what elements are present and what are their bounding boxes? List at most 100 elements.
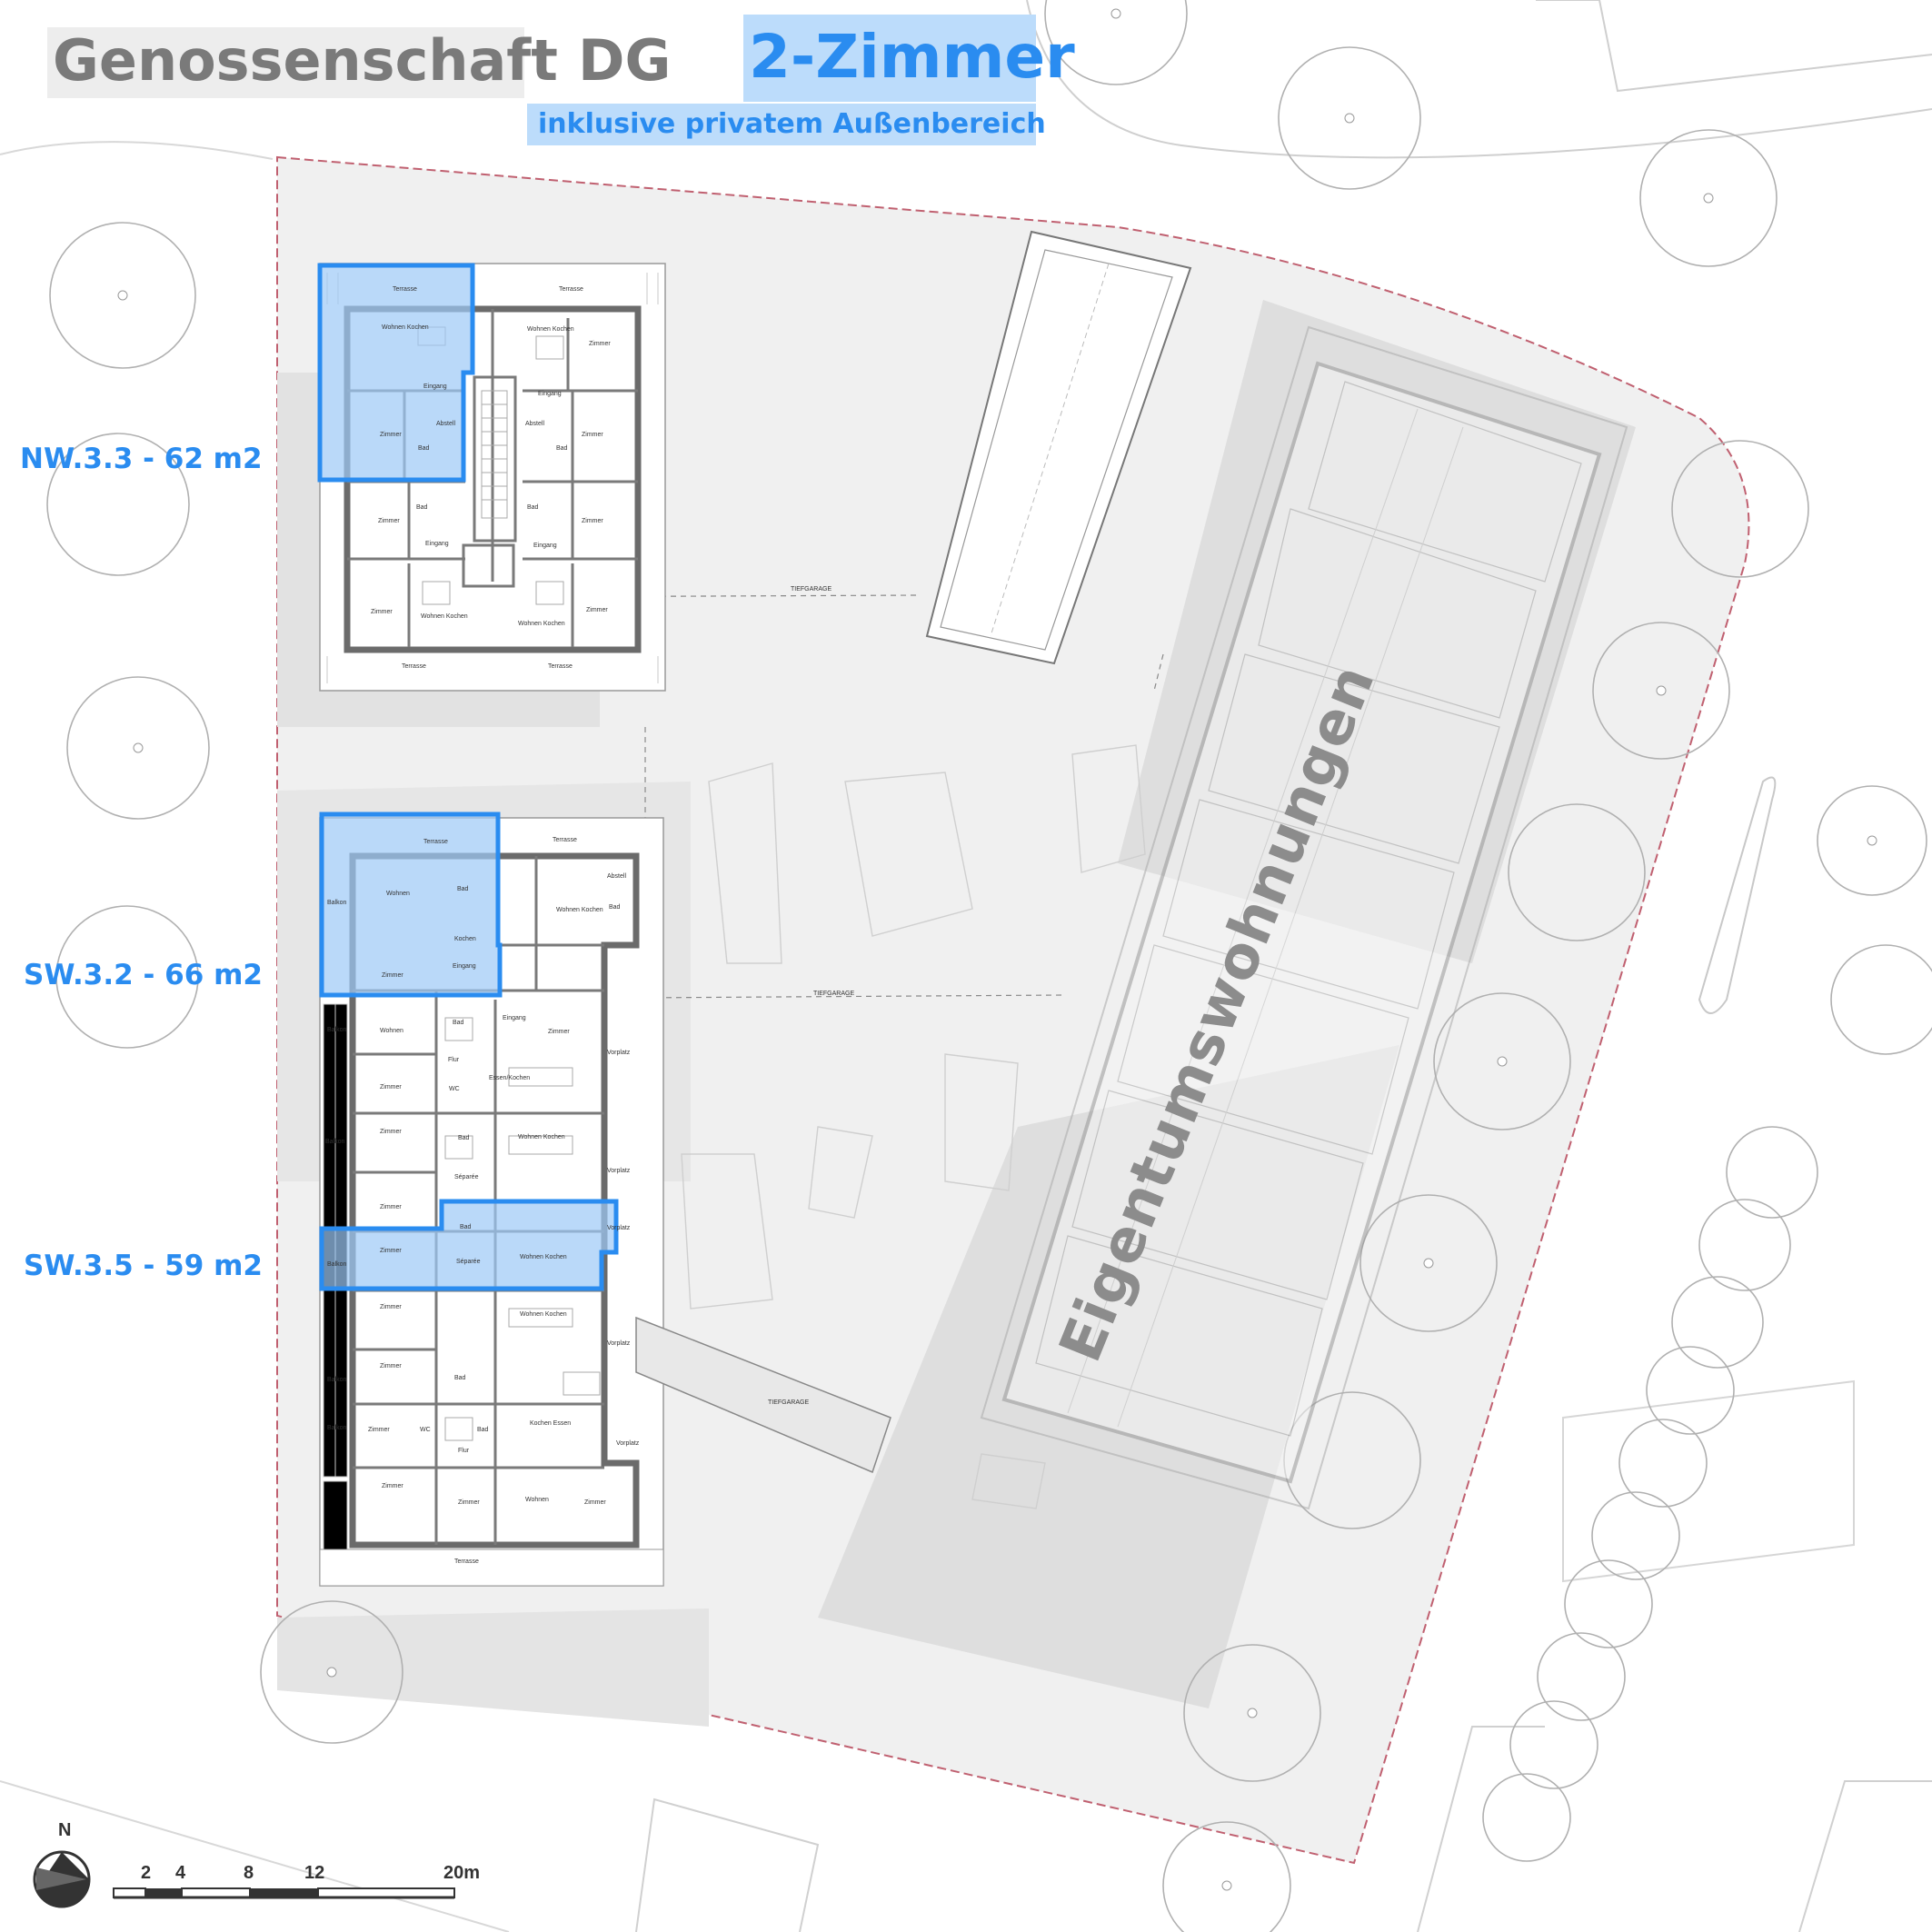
room-label: Flur [448, 1057, 460, 1063]
room-label: Kochen Essen [530, 1420, 571, 1427]
room-label: Abstell [436, 421, 455, 427]
room-label: Wohnen [525, 1497, 549, 1503]
room-label: Zimmer [380, 432, 402, 438]
room-label: Terrasse [402, 663, 426, 670]
room-label: Abstell [607, 873, 626, 880]
room-label: Zimmer [458, 1499, 480, 1506]
highlight-sw-3-2 [319, 812, 503, 998]
room-label: Bad [458, 1135, 470, 1141]
highlight-sw-3-5 [319, 1199, 619, 1291]
room-label: Zimmer [380, 1248, 402, 1254]
header-cooperative: Genossenschaft [47, 27, 558, 98]
room-label: Bad [453, 1020, 464, 1026]
room-label: Bad [527, 504, 539, 511]
room-label: Vorplatz [616, 1440, 640, 1447]
room-label: Zimmer [584, 1499, 606, 1506]
scale-tick: 4 [175, 1863, 186, 1883]
room-label: Kochen [454, 936, 476, 942]
room-label: Wohnen Kochen [527, 326, 574, 333]
room-label: Eingang [503, 1015, 526, 1021]
room-label: Bad [609, 904, 621, 911]
room-label: Zimmer [382, 972, 403, 979]
room-label: Vorplatz [607, 1340, 631, 1347]
scale-tick: 2 [141, 1863, 152, 1883]
room-label: TIEFGARAGE [813, 991, 854, 997]
room-label: Bad [418, 445, 430, 452]
room-label: Zimmer [380, 1084, 402, 1090]
header-subtitle: inklusive privatem Außenbereich [527, 104, 1046, 145]
room-label: WC [420, 1427, 431, 1433]
room-label: Balkon [327, 1377, 347, 1383]
room-label: Balkon [325, 1139, 345, 1145]
unit-label-sw-3-5: SW.3.5 - 59 m2 [24, 1250, 263, 1282]
room-label: Zimmer [371, 609, 393, 615]
room-label: Bad [416, 504, 428, 511]
room-label: Wohnen Kochen [520, 1254, 567, 1260]
room-label: Zimmer [380, 1129, 402, 1135]
room-label: Essen/Kochen [489, 1075, 530, 1081]
room-label: Terrasse [559, 286, 583, 293]
scale-bar [113, 1887, 455, 1899]
room-label: Eingang [453, 963, 476, 970]
room-label: Zimmer [380, 1363, 402, 1369]
room-label: Wohnen Kochen [421, 613, 468, 620]
scale-tick: 12 [304, 1863, 325, 1883]
compass-label: N [58, 1820, 72, 1840]
room-label: Eingang [425, 541, 449, 547]
scale-tick: 8 [244, 1863, 254, 1883]
room-label: Zimmer [589, 341, 611, 347]
room-label: Balkon [327, 1261, 347, 1268]
room-label: Bad [477, 1427, 489, 1433]
room-label: Wohnen [380, 1028, 403, 1034]
room-label: Terrasse [553, 837, 577, 843]
room-label: Bad [457, 886, 469, 892]
room-label: Bad [460, 1224, 472, 1230]
room-label: Zimmer [582, 432, 603, 438]
room-label: Zimmer [382, 1483, 403, 1489]
room-label: Wohnen Kochen [382, 324, 429, 331]
room-label: Wohnen [386, 891, 410, 897]
room-label: Wohnen Kochen [518, 1134, 565, 1140]
room-label: Zimmer [378, 518, 400, 524]
room-label: Zimmer [380, 1204, 402, 1210]
room-label: Terrasse [454, 1559, 479, 1565]
room-label: Bad [556, 445, 568, 452]
room-label: Vorplatz [607, 1050, 631, 1056]
room-label: Séparée [454, 1174, 479, 1180]
compass-icon [33, 1850, 91, 1908]
header-floor: DG [578, 27, 672, 94]
highlight-nw-3-3 [317, 263, 475, 483]
room-label: Wohnen Kochen [556, 907, 603, 913]
room-label: Vorplatz [607, 1168, 631, 1174]
room-label: Zimmer [582, 518, 603, 524]
room-label: TIEFGARAGE [768, 1399, 809, 1406]
room-label: Eingang [533, 543, 557, 549]
room-label: Wohnen Kochen [518, 621, 565, 627]
room-label: Balkon [327, 1425, 347, 1431]
room-label: WC [449, 1086, 460, 1092]
header-unit-type: 2-Zimmer [743, 15, 1075, 102]
garage-ramp [925, 230, 1192, 665]
room-label: Zimmer [548, 1029, 570, 1035]
room-label: Zimmer [368, 1427, 390, 1433]
room-label: Terrasse [423, 839, 448, 845]
room-label: Bad [454, 1375, 466, 1381]
unit-label-nw-3-3: NW.3.3 - 62 m2 [20, 443, 263, 475]
room-label: Eingang [538, 391, 562, 397]
room-label: Séparée [456, 1259, 481, 1265]
scale-tick: 20m [443, 1863, 481, 1883]
room-label: Flur [458, 1448, 470, 1454]
room-label: Zimmer [380, 1304, 402, 1310]
room-label: Terrasse [548, 663, 573, 670]
room-label: TIEFGARAGE [791, 586, 832, 593]
room-label: Balkon [327, 1027, 347, 1033]
room-label: Vorplatz [607, 1225, 631, 1231]
room-label: Wohnen Kochen [520, 1311, 567, 1318]
room-label: Balkon [327, 900, 347, 906]
room-label: Eingang [423, 383, 447, 390]
room-label: Zimmer [586, 607, 608, 613]
unit-label-sw-3-2: SW.3.2 - 66 m2 [24, 959, 263, 991]
room-label: Terrasse [393, 286, 417, 293]
room-label: Abstell [525, 421, 544, 427]
